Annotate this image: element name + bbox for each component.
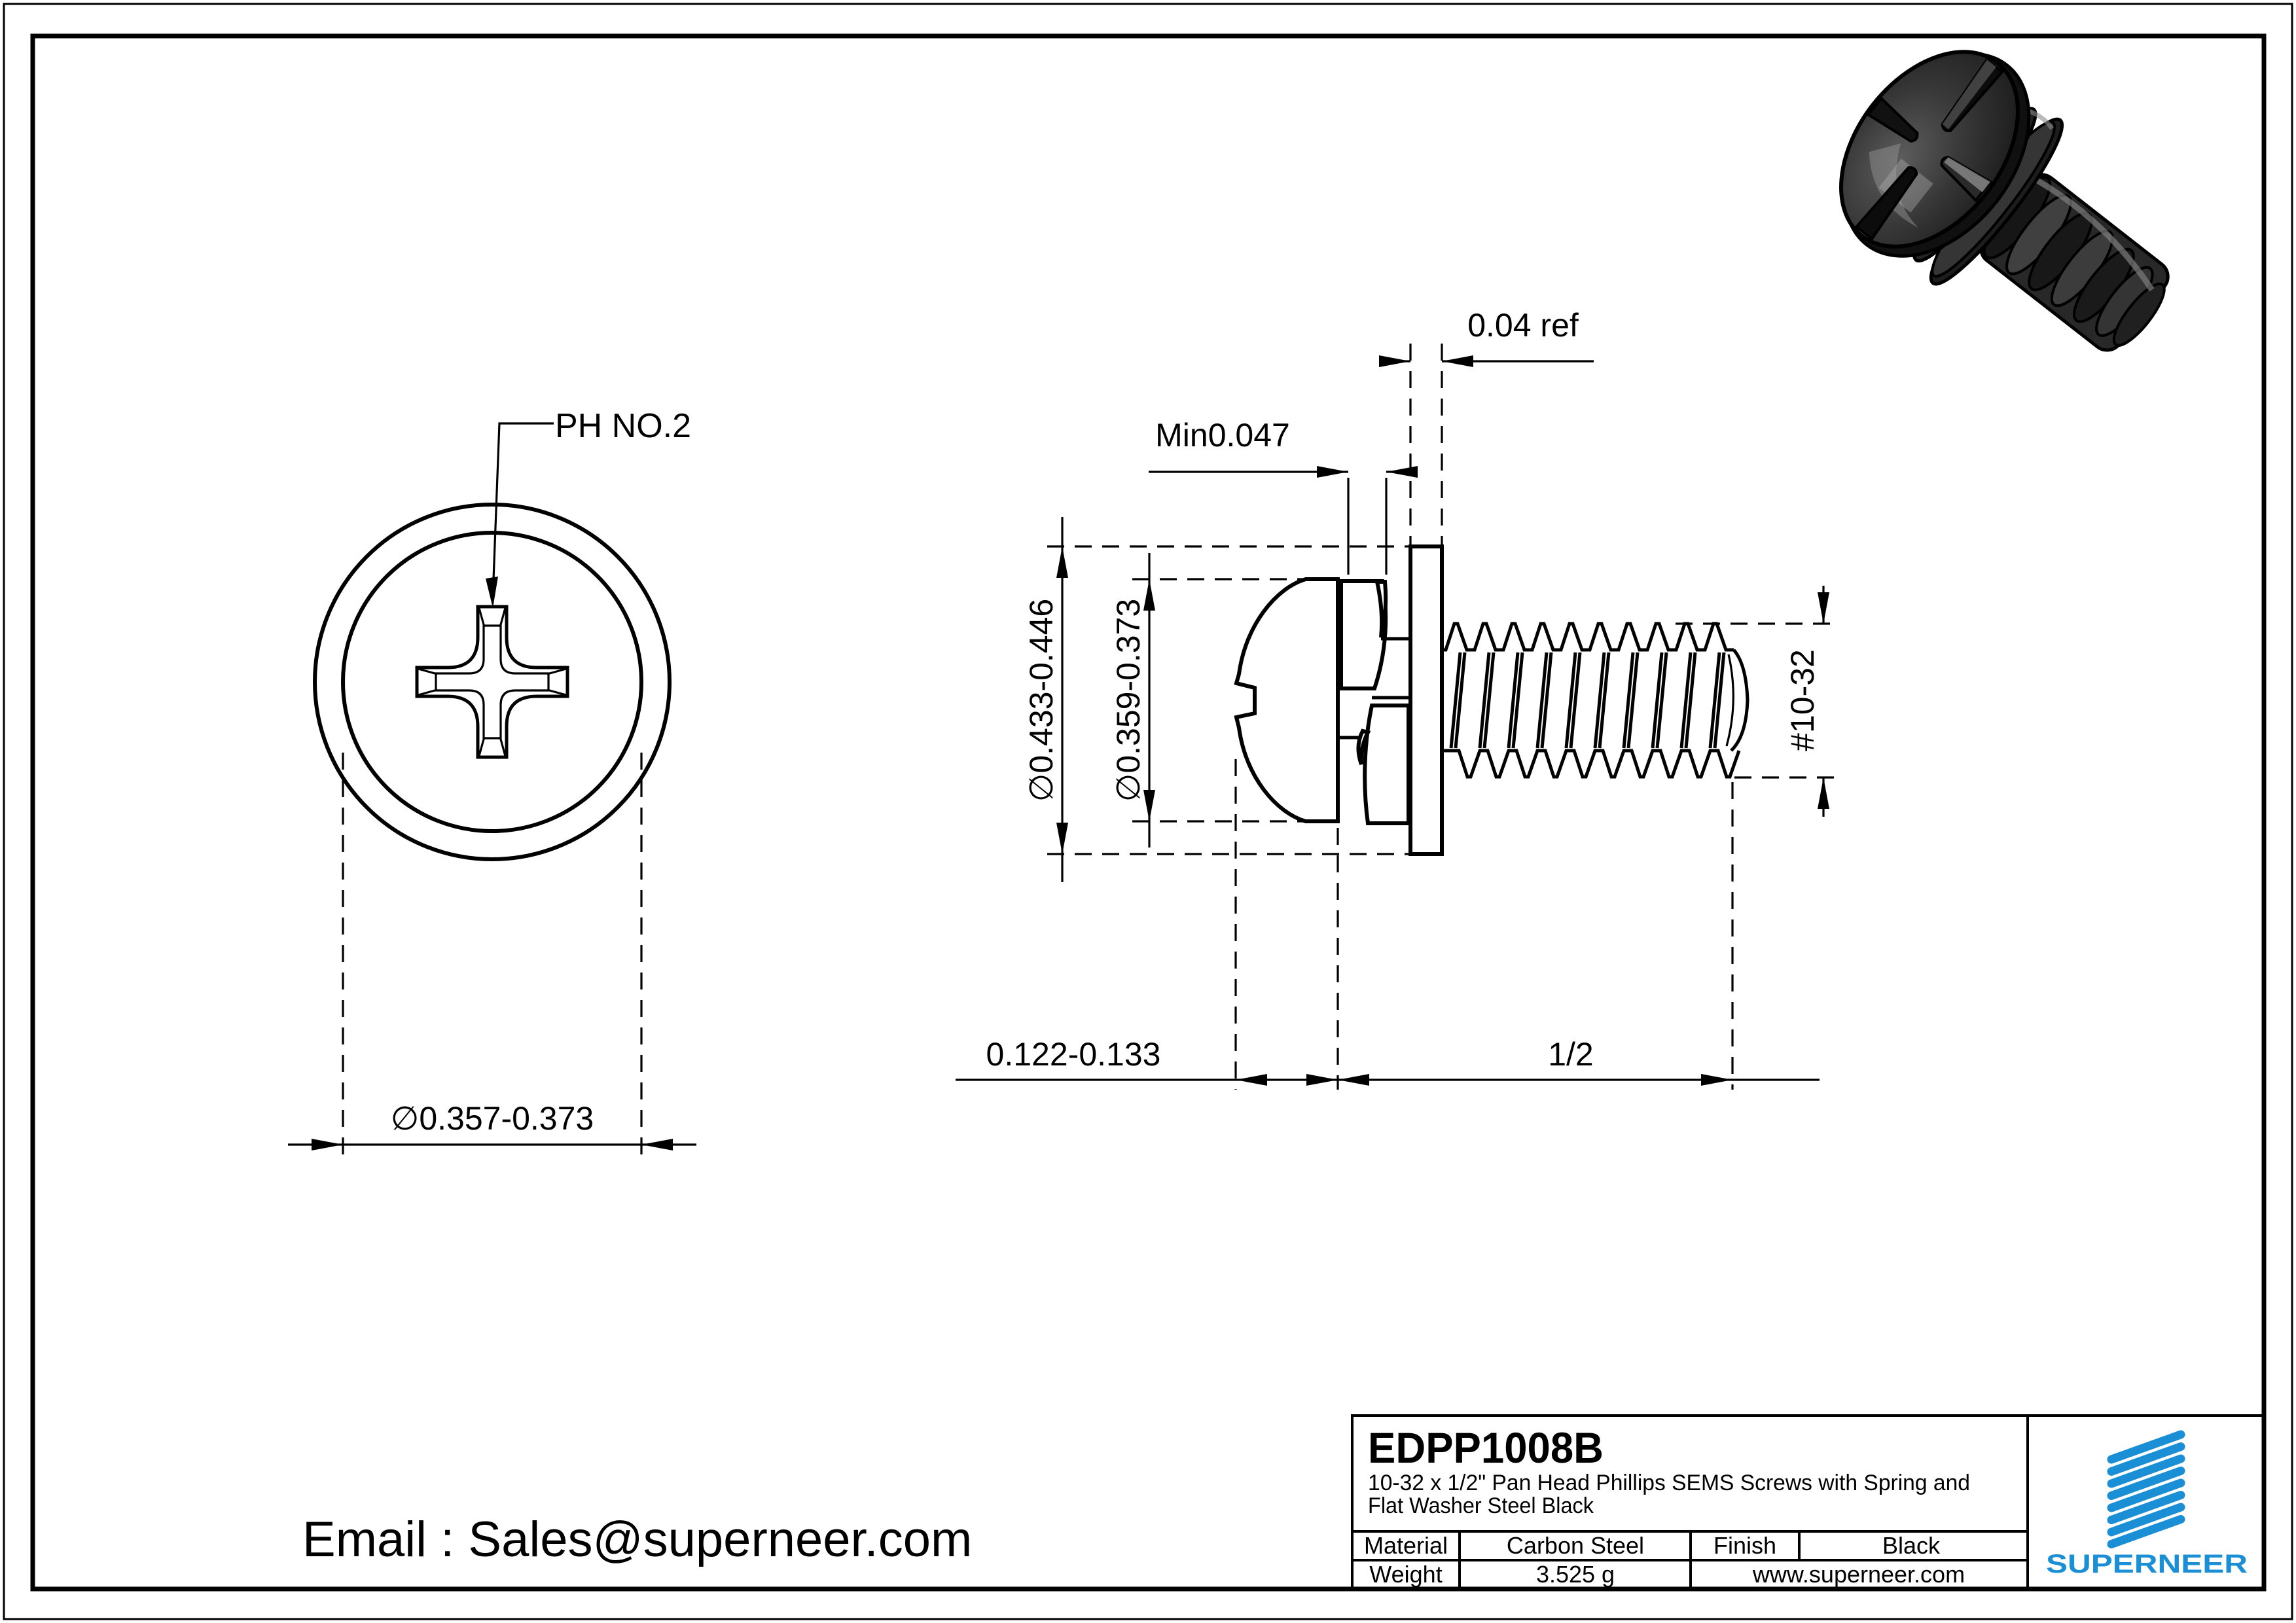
- phillips-cross: [415, 605, 569, 759]
- render-3d: [1839, 50, 2170, 352]
- inner-border: [30, 33, 2267, 1592]
- thread-profile: [1442, 622, 1749, 779]
- brand-logo: SUPERNEER: [2046, 1430, 2248, 1578]
- dim-spring-thickness: Min0.047: [1149, 417, 1418, 575]
- dim-bottom: 0.122-0.133 1/2: [956, 1036, 1820, 1086]
- thread-end-cap: [1730, 649, 1749, 752]
- title-block-border: [1351, 1414, 2265, 1590]
- dim-front-head-diameter: ∅0.357-0.373: [288, 753, 696, 1160]
- title-block: EDPP1008B 10-32 x 1/2" Pan Head Phillips…: [1351, 1414, 2265, 1590]
- brand-name: SUPERNEER: [2046, 1550, 2248, 1578]
- weight-label: Weight: [1369, 1561, 1442, 1588]
- head-od-text: ∅0.359-0.373: [1110, 599, 1147, 802]
- recess-leader: PH NO.2: [486, 407, 691, 608]
- material-value: Carbon Steel: [1507, 1532, 1644, 1559]
- flat-washer-thickness-text: 0.04 ref: [1467, 307, 1579, 344]
- front-view: PH NO.2 ∅0.357-0.373: [288, 407, 696, 1160]
- flat-washer-profile: [1408, 544, 1444, 856]
- pan-head-profile: [1234, 577, 1340, 823]
- dim-flat-washer-thickness: 0.04 ref: [1379, 307, 1594, 367]
- front-head-diameter-text: ∅0.357-0.373: [391, 1100, 594, 1137]
- website-link[interactable]: www.superneer.com: [1752, 1561, 1965, 1588]
- side-view: Min0.047 0.04 ref ∅0.433-0.446 ∅0.359-0.…: [956, 307, 1839, 1090]
- description-line1: 10-32 x 1/2" Pan Head Phillips SEMS Scre…: [1368, 1471, 1970, 1495]
- part-number: EDPP1008B: [1368, 1423, 1604, 1472]
- length-text: 1/2: [1548, 1036, 1594, 1073]
- front-outer-circle: [313, 503, 672, 861]
- dim-washer-od: ∅0.433-0.446: [1023, 517, 1068, 882]
- spring-washer-profile: [1338, 579, 1410, 825]
- email-text: Email : Sales@superneer.com: [302, 1512, 972, 1567]
- head-height-text: 0.122-0.133: [986, 1036, 1161, 1073]
- weight-value: 3.525 g: [1536, 1561, 1615, 1588]
- thread-size-text: #10-32: [1784, 649, 1821, 751]
- dim-thread-size: #10-32: [1784, 586, 1829, 817]
- finish-value: Black: [1882, 1532, 1941, 1559]
- side-extension-lines: [1047, 344, 1839, 1090]
- spring-thickness-text: Min0.047: [1155, 417, 1290, 454]
- phillips-cross-3d: [1854, 58, 2005, 241]
- description-line2: Flat Washer Steel Black: [1368, 1493, 1594, 1518]
- front-inner-circle: [341, 531, 643, 833]
- finish-label: Finish: [1713, 1532, 1776, 1559]
- dim-head-od: ∅0.359-0.373: [1110, 553, 1155, 847]
- material-label: Material: [1364, 1532, 1448, 1559]
- brand-stripes-icon: [2107, 1430, 2185, 1548]
- washer-od-text: ∅0.433-0.446: [1023, 599, 1060, 802]
- recess-label: PH NO.2: [555, 407, 691, 445]
